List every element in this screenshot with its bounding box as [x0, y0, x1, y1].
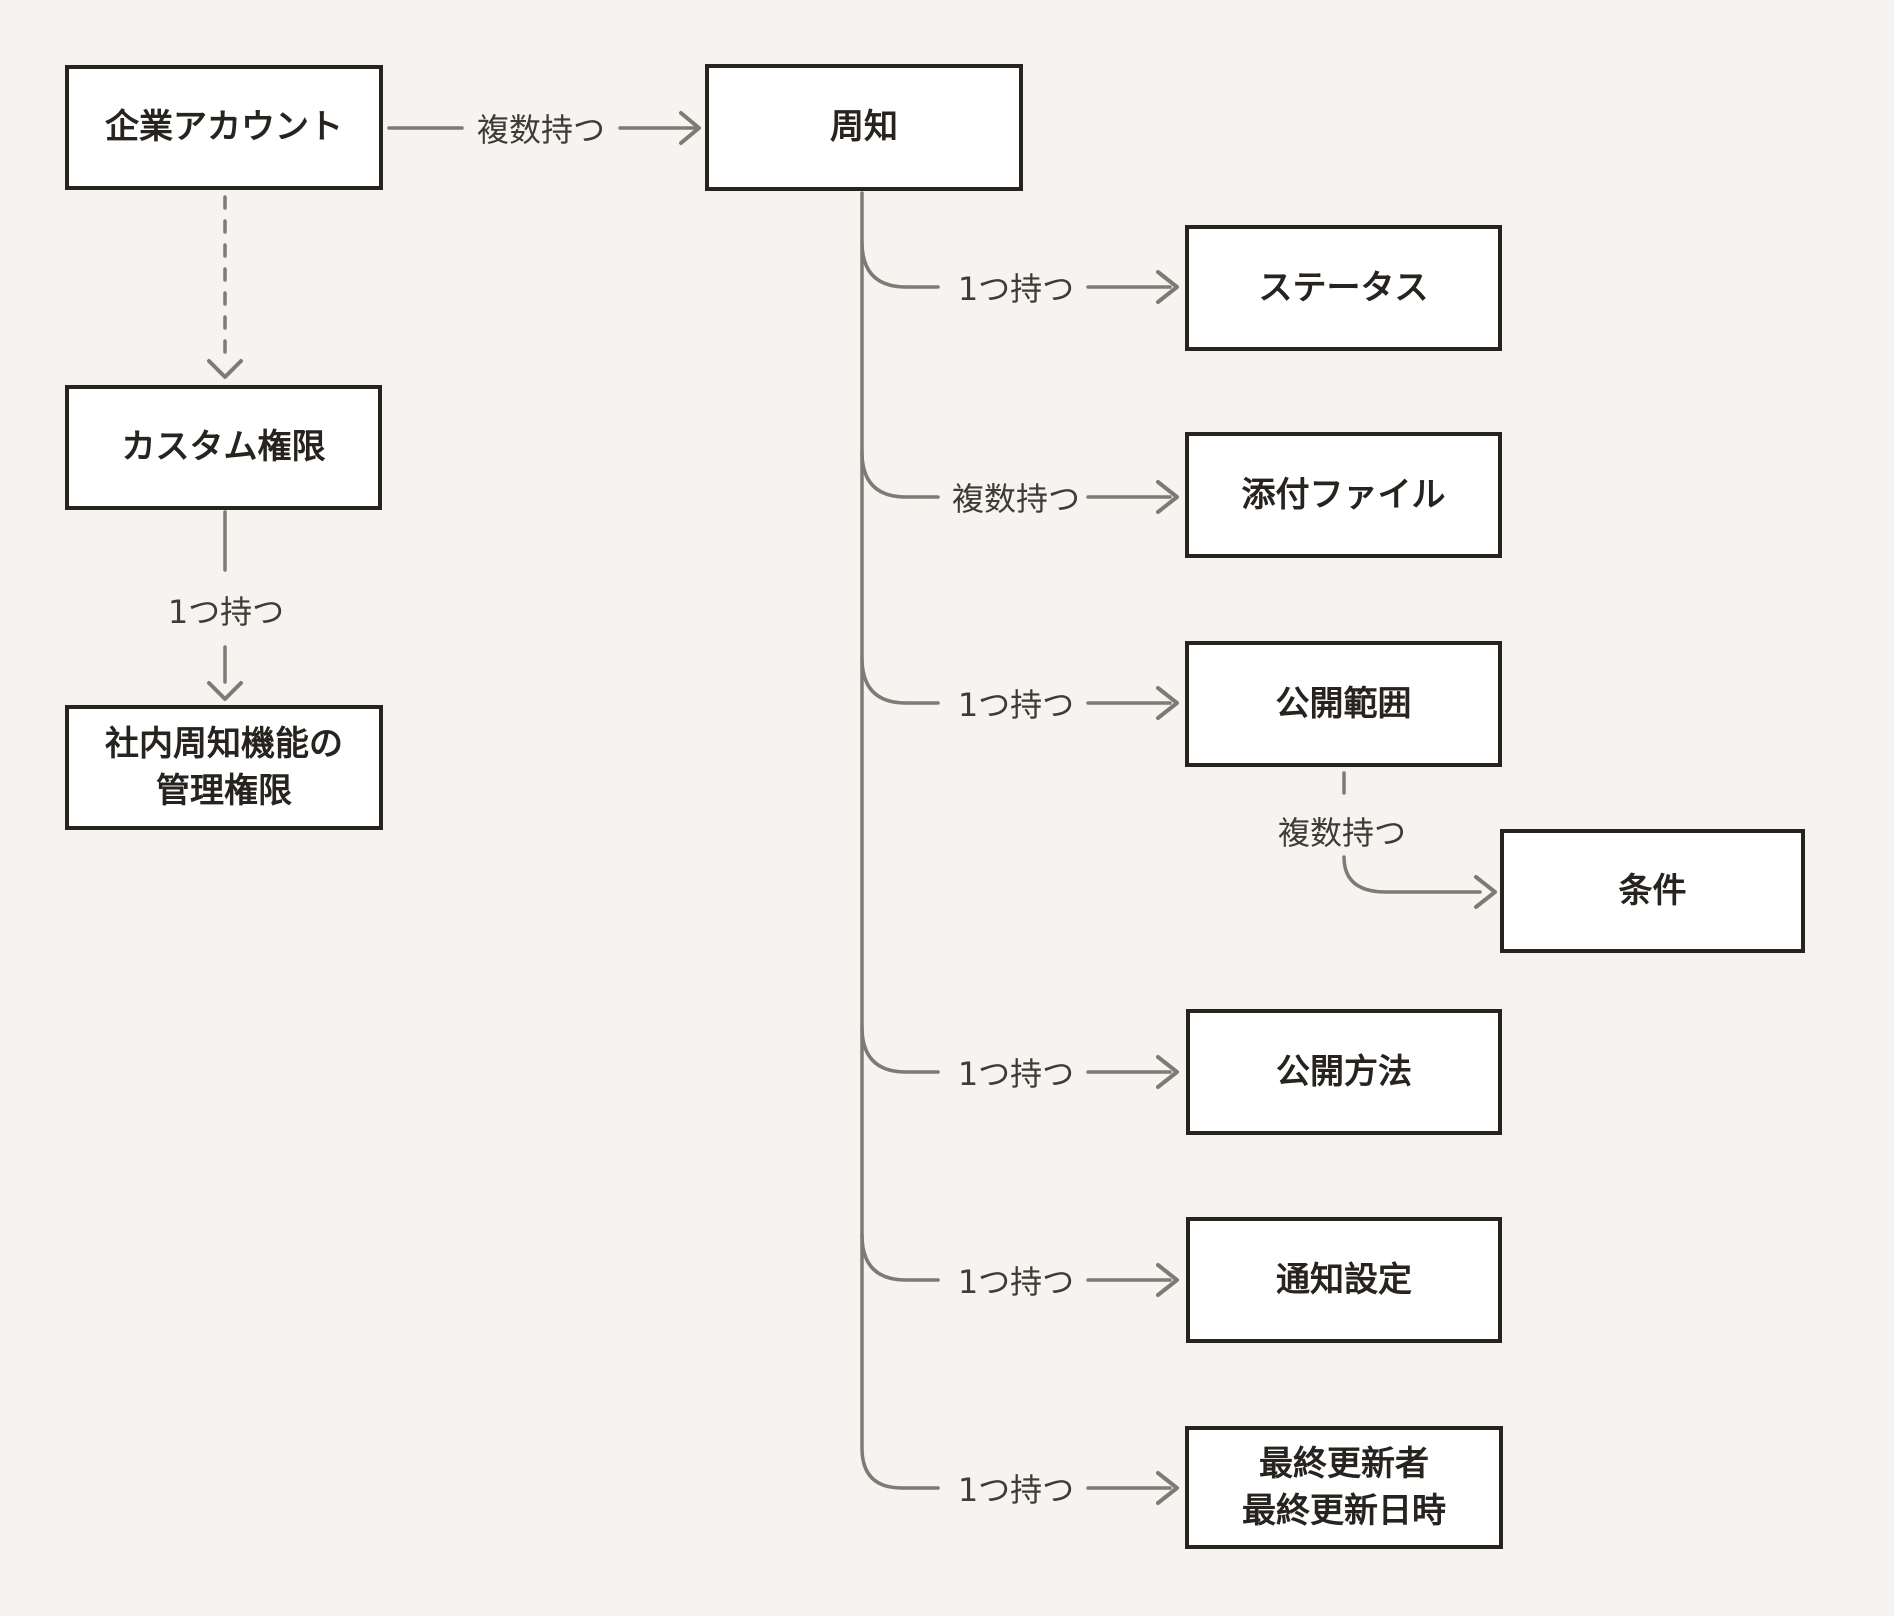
node-publish-scope: 公開範囲 — [1185, 641, 1502, 767]
edge-label-announcement-to-notification: 1つ持つ — [957, 1263, 1075, 1301]
edge-announcement-to-notification-elbow — [860, 1233, 940, 1282]
edge-announcement-to-publish-scope-elbow — [860, 656, 940, 705]
edge-corporate-to-announcement-arrowhead — [679, 111, 701, 145]
edge-label-announcement-to-attachment: 複数持つ — [951, 480, 1081, 518]
edge-label-custom-to-admin: 1つ持つ — [167, 593, 285, 631]
node-custom-permission: カスタム権限 — [65, 385, 382, 510]
node-notification-setting: 通知設定 — [1186, 1217, 1502, 1343]
node-corporate-account: 企業アカウント — [65, 65, 383, 190]
edge-publish-scope-to-condition-elbow — [1342, 855, 1482, 894]
edge-custom-to-admin-arrowhead — [207, 681, 243, 701]
edge-announcement-to-status-arrowhead — [1156, 270, 1179, 304]
edge-announcement-to-attachment-arrowhead — [1156, 480, 1179, 514]
edge-announcement-to-attachment-elbow — [860, 450, 940, 499]
edge-label-announcement-to-status: 1つ持つ — [957, 270, 1075, 308]
edge-announcement-to-publish-scope-arrowhead — [1156, 686, 1179, 720]
edge-label-announcement-to-last-updated: 1つ持つ — [957, 1471, 1075, 1509]
edge-announcement-to-notification-arrowhead — [1156, 1263, 1179, 1297]
edge-publish-scope-to-condition-arrowhead — [1474, 875, 1497, 909]
edge-label-announcement-to-publish-method: 1つ持つ — [957, 1055, 1075, 1093]
edge-announcement-to-status-elbow — [860, 240, 940, 289]
node-announcement: 周知 — [705, 64, 1023, 191]
edge-label-corporate-to-announcement: 複数持つ — [476, 111, 606, 149]
node-status: ステータス — [1185, 225, 1502, 351]
node-attachment: 添付ファイル — [1185, 432, 1502, 558]
node-last-updated: 最終更新者 最終更新日時 — [1185, 1426, 1503, 1549]
edge-corporate-to-custom-arrowhead — [207, 359, 243, 379]
edge-label-publish-scope-to-condition: 複数持つ — [1277, 814, 1407, 852]
edge-announcement-to-publish-method-arrowhead — [1156, 1055, 1179, 1089]
node-admin-permission: 社内周知機能の 管理権限 — [65, 705, 383, 830]
edge-announcement-trunk-line — [860, 191, 940, 1490]
node-publish-method: 公開方法 — [1186, 1009, 1502, 1135]
edge-announcement-to-publish-method-elbow — [860, 1025, 940, 1074]
edge-label-announcement-to-publish-scope: 1つ持つ — [957, 686, 1075, 724]
node-condition: 条件 — [1500, 829, 1805, 953]
edge-announcement-to-last-updated-arrowhead — [1156, 1471, 1179, 1505]
